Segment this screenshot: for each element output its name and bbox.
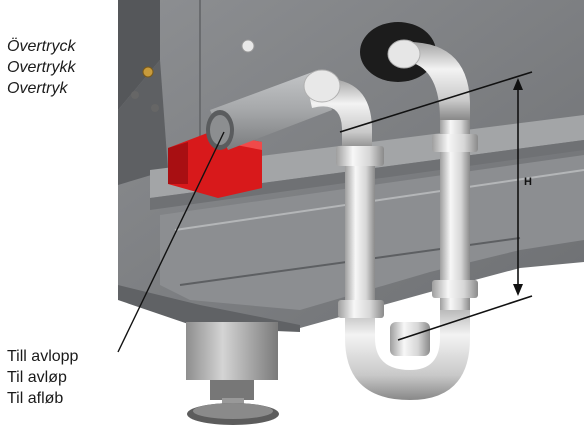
label-danish: Til afløb	[7, 390, 64, 407]
label-norwegian: Til avløp	[7, 369, 67, 386]
drain-label: Till avlopp Til avløp Til afløb	[7, 346, 78, 409]
overpressure-tube	[206, 70, 332, 150]
leader-line	[117, 131, 225, 353]
label-swedish: Övertryck	[7, 38, 76, 55]
overpressure-label: Övertryck Overtrykk Overtryk	[7, 36, 75, 99]
siphon-pipe	[303, 39, 478, 400]
dimension-label: H	[524, 176, 532, 188]
height-dimension	[339, 71, 533, 341]
label-norwegian: Overtrykk	[7, 59, 76, 76]
adjustable-foot	[186, 322, 279, 425]
screw-icon	[241, 39, 255, 53]
label-swedish: Till avlopp	[7, 348, 79, 365]
brass-fitting-icon	[142, 66, 154, 78]
label-danish: Overtryk	[7, 80, 68, 97]
